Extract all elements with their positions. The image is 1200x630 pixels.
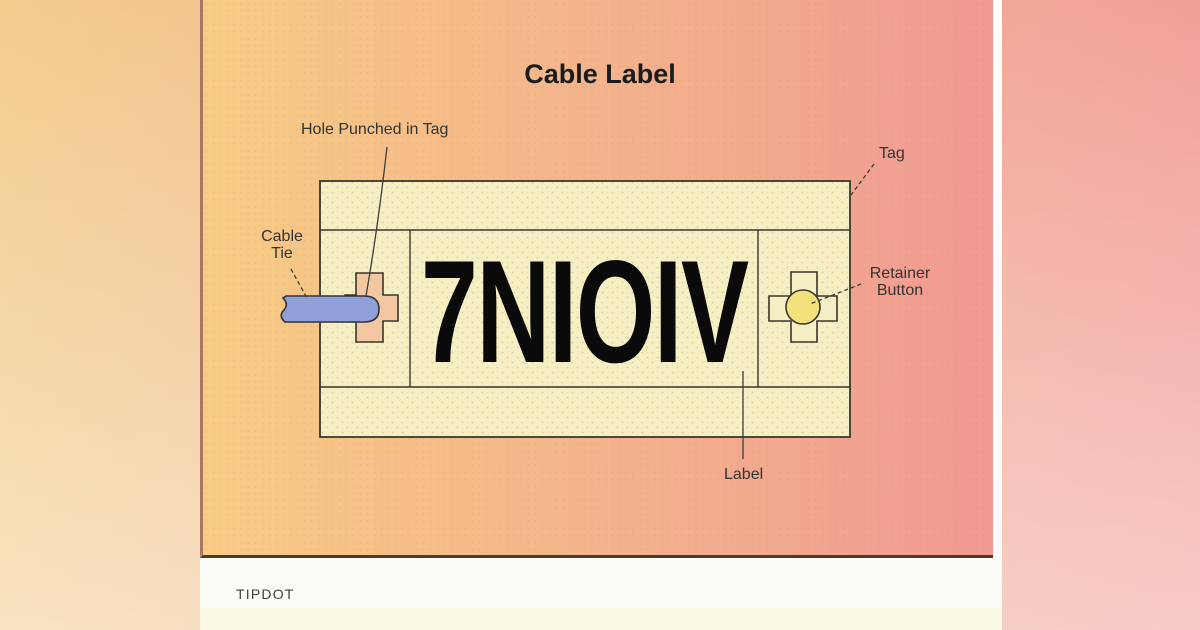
annotation-hole-punched: Hole Punched in Tag bbox=[301, 121, 449, 138]
figure-title: Cable Label bbox=[524, 59, 676, 89]
annotation-retainer-button: Retainer Button bbox=[869, 265, 931, 299]
tag-code-glyphs: 7NIOIV bbox=[420, 230, 749, 393]
annotation-label: Label bbox=[724, 466, 764, 483]
annotation-tag: Tag bbox=[879, 145, 905, 162]
tag-code-text: 7NIOIV bbox=[412, 233, 756, 385]
right-divider bbox=[993, 0, 1002, 608]
footer-caption: TIPDOT bbox=[236, 586, 295, 602]
footer-strip-cream bbox=[200, 608, 1002, 630]
annotation-cable-tie: Cable Tie bbox=[261, 228, 303, 262]
footer-strip-white bbox=[200, 558, 1002, 608]
